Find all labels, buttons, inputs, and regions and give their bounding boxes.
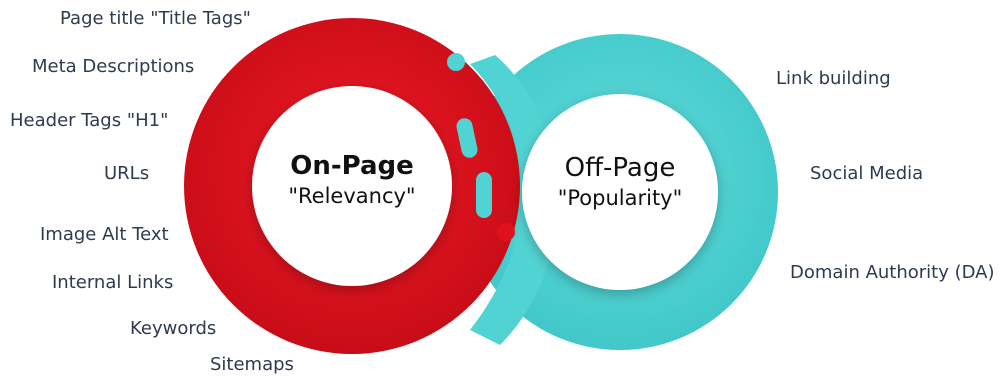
on-page-item: URLs bbox=[104, 163, 150, 184]
off-page-item: Link building bbox=[776, 68, 891, 89]
teal-dash bbox=[456, 118, 478, 158]
on-page-inner-circle bbox=[252, 86, 452, 286]
on-page-item: Internal Links bbox=[52, 272, 174, 293]
on-page-subtitle: "Relevancy" bbox=[288, 184, 416, 208]
on-page-center: On-Page "Relevancy" bbox=[252, 150, 452, 210]
on-page-item: Header Tags "H1" bbox=[10, 110, 169, 131]
on-page-item: Sitemaps bbox=[210, 354, 294, 375]
on-page-title: On-Page bbox=[290, 151, 414, 181]
red-dot bbox=[497, 223, 515, 241]
teal-dash bbox=[476, 172, 492, 218]
teal-dot bbox=[447, 53, 465, 71]
off-page-item: Domain Authority (DA) bbox=[790, 262, 995, 283]
on-page-item: Keywords bbox=[130, 318, 217, 339]
off-page-subtitle: "Popularity" bbox=[557, 186, 683, 210]
off-page-swoosh bbox=[470, 55, 557, 345]
off-page-center: Off-Page "Popularity" bbox=[520, 152, 720, 212]
off-page-title: Off-Page bbox=[564, 153, 676, 183]
on-page-item: Page title "Title Tags" bbox=[60, 8, 251, 29]
off-page-inner-circle bbox=[522, 94, 718, 290]
on-page-item: Meta Descriptions bbox=[32, 56, 195, 77]
off-page-item: Social Media bbox=[810, 163, 924, 184]
on-page-item: Image Alt Text bbox=[40, 224, 169, 245]
